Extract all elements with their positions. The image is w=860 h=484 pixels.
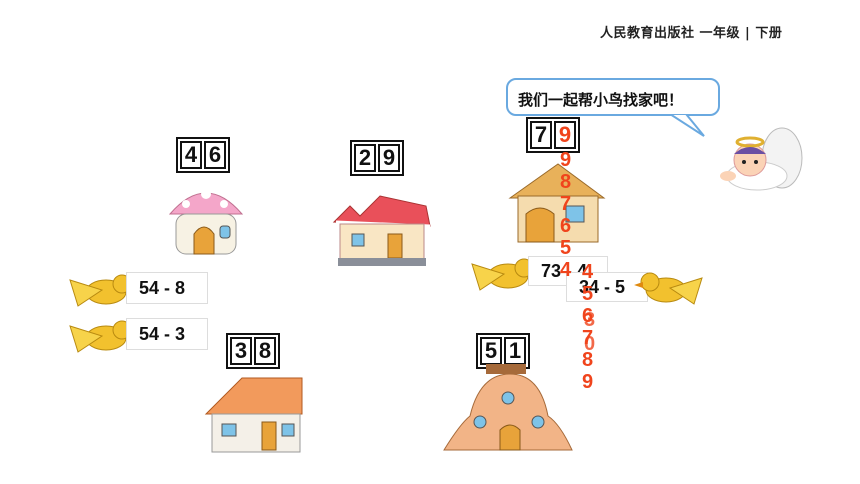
count-digit: 5	[560, 237, 572, 259]
brown-roof-house-image	[508, 163, 606, 243]
digit-ones: 8	[254, 337, 276, 365]
digit-tens: 2	[354, 144, 376, 172]
count-digit-overlap: 3	[584, 309, 596, 331]
count-digit: 8	[582, 349, 594, 371]
digit-tens: 3	[230, 337, 252, 365]
count-digit-overlap: 0	[584, 333, 596, 355]
counting-down-column: 9 8 7 6 5 4	[560, 150, 571, 280]
count-digit: 6	[560, 215, 572, 237]
orange-roof-house-image	[204, 377, 303, 453]
count-digit: 8	[560, 171, 572, 193]
mushroom-house-image	[168, 189, 244, 255]
counting-up-column: 4 5 6 7 8 9	[582, 262, 593, 392]
red-roof-house-image	[332, 195, 431, 266]
digit-ones: 6	[204, 141, 226, 169]
speech-bubble: 我们一起帮小鸟找家吧！	[506, 78, 720, 137]
digit-tens: 7	[530, 121, 552, 149]
expression-card[interactable]: 54 - 3	[126, 318, 208, 350]
count-digit: 4	[582, 261, 594, 283]
angel-figure	[720, 127, 803, 191]
count-digit: 5	[582, 283, 594, 305]
count-digit: 4	[560, 259, 572, 281]
digit-tens: 5	[480, 337, 502, 365]
digit-ones: 9	[554, 121, 576, 149]
count-digit: 9	[582, 371, 594, 393]
speech-text: 我们一起帮小鸟找家吧！	[518, 91, 684, 109]
dome-house-image	[443, 364, 573, 451]
expression-card[interactable]: 54 - 8	[126, 272, 208, 304]
digit-ones: 9	[378, 144, 400, 172]
bird-icon	[634, 272, 703, 305]
house-number-38: 3 8	[226, 333, 280, 369]
digit-ones: 1	[504, 337, 526, 365]
count-digit: 9	[560, 149, 572, 171]
publisher-label: 人民教育出版社 一年级 | 下册	[600, 26, 783, 41]
bubble-tail	[668, 114, 705, 137]
digit-tens: 4	[180, 141, 202, 169]
house-number-79: 7 9	[526, 117, 580, 153]
house-number-29: 2 9	[350, 140, 404, 176]
expression-card[interactable]: 34 - 5	[566, 272, 648, 302]
house-number-46: 4 6	[176, 137, 230, 173]
count-digit: 7	[560, 193, 572, 215]
count-digit: 6	[582, 305, 594, 327]
count-digit: 7	[582, 327, 594, 349]
